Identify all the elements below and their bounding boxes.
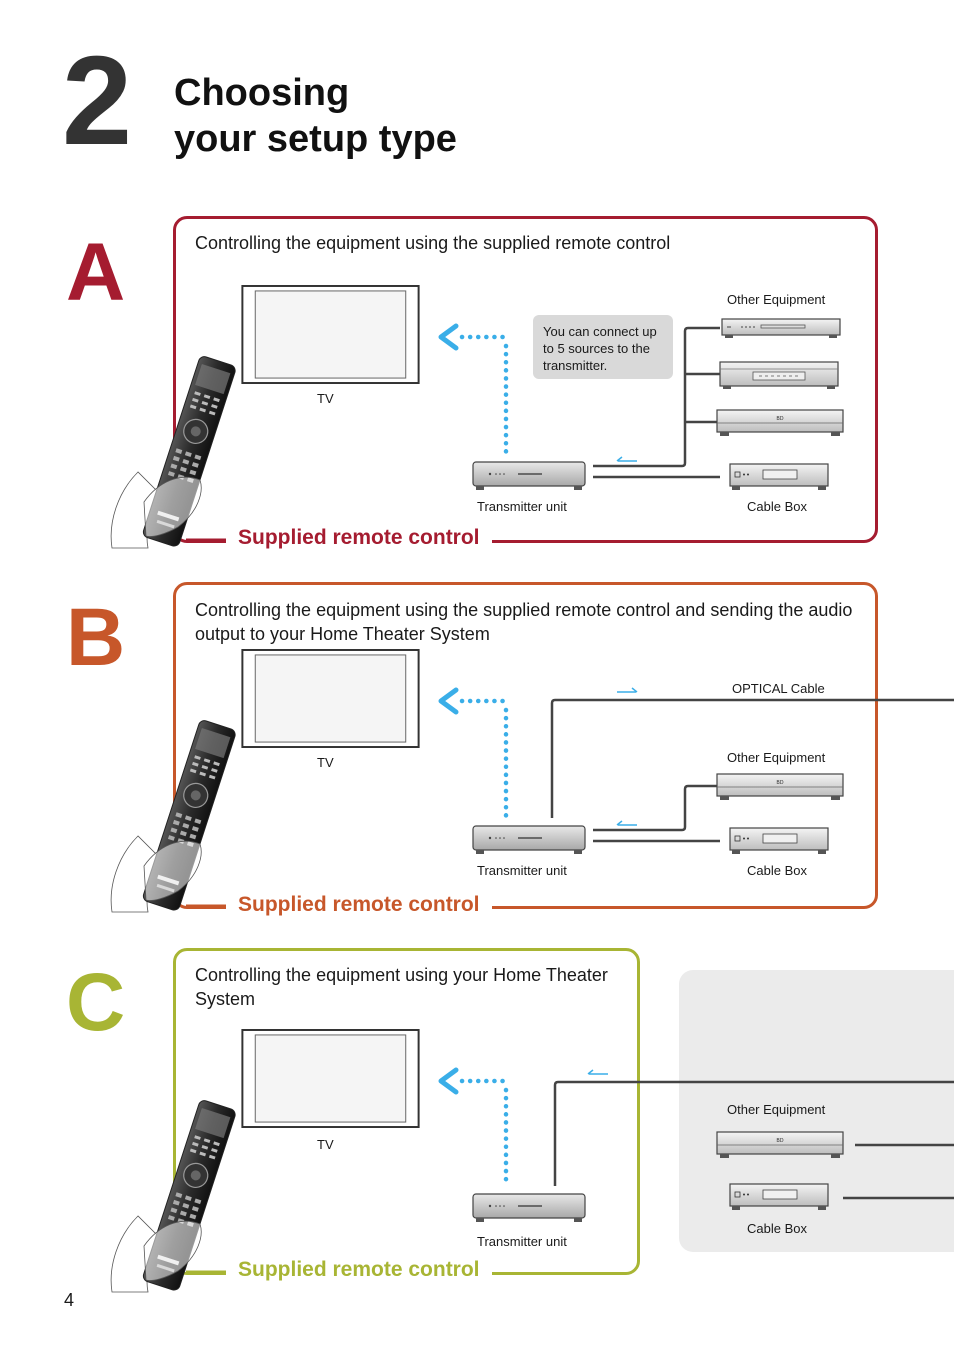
page-number: 4 <box>64 1290 75 1310</box>
tv-label: TV <box>317 391 334 406</box>
remote-label: Supplied remote control <box>226 1258 492 1282</box>
remote-label: Supplied remote control <box>226 526 492 550</box>
page-title: Choosing your setup type <box>174 70 457 162</box>
section-c-letter: C <box>66 957 126 1048</box>
signal-direction-arrow-icon <box>587 1069 608 1075</box>
transmitter-icon <box>472 461 586 491</box>
transmitter-label: Transmitter unit <box>477 1234 567 1249</box>
section-a-panel <box>173 216 878 543</box>
ir-signal-arrow-icon <box>438 1067 509 1187</box>
section-c-description: Controlling the equipment using your Hom… <box>195 965 608 1009</box>
cable-box-label: Cable Box <box>747 1221 807 1236</box>
other-equipment-label: Other Equipment <box>727 1102 826 1117</box>
blu-ray-player-icon <box>716 409 844 437</box>
signal-direction-arrow-icon <box>616 456 637 462</box>
transmitter-icon <box>472 825 586 855</box>
cable-box-icon <box>729 827 829 855</box>
section-b-panel <box>173 582 878 909</box>
cable-box-icon <box>729 1183 829 1211</box>
section-b-letter: B <box>66 592 126 683</box>
other-equipment-label: Other Equipment <box>727 292 826 307</box>
section-b-description: Controlling the equipment using the supp… <box>195 600 853 644</box>
cable-box-label: Cable Box <box>747 499 807 514</box>
connection-note: You can connect up to 5 sources to the t… <box>533 315 673 379</box>
remote-control-icon <box>110 1098 238 1293</box>
ir-signal-arrow-icon <box>438 687 509 819</box>
transmitter-label: Transmitter unit <box>477 499 567 514</box>
section-a-description: Controlling the equipment using the supp… <box>195 233 671 253</box>
tv-label: TV <box>317 755 334 770</box>
optical-cable-label: OPTICAL Cable <box>732 681 825 696</box>
page-title-line2: your setup type <box>174 118 457 160</box>
tv-icon <box>241 285 420 384</box>
transmitter-icon <box>472 1193 586 1223</box>
tv-label: TV <box>317 1137 334 1152</box>
other-equipment-label: Other Equipment <box>727 750 826 765</box>
transmitter-label: Transmitter unit <box>477 863 567 878</box>
section-a-letter: A <box>66 227 126 318</box>
blu-ray-player-icon <box>716 773 844 801</box>
cable-box-label: Cable Box <box>747 863 807 878</box>
blu-ray-player-icon <box>716 1131 844 1159</box>
cable-box-icon <box>729 463 829 491</box>
ir-signal-arrow-icon <box>438 323 509 455</box>
remote-label: Supplied remote control <box>226 893 492 917</box>
tv-icon <box>241 1029 420 1128</box>
player-icon <box>719 361 839 390</box>
page-title-line1: Choosing <box>174 72 350 114</box>
step-number: 2 <box>62 30 132 171</box>
remote-control-icon <box>110 354 238 549</box>
tv-icon <box>241 649 420 748</box>
player-icon <box>721 318 841 339</box>
signal-direction-arrow-icon <box>617 687 638 693</box>
remote-control-icon <box>110 718 238 913</box>
signal-direction-arrow-icon <box>616 820 637 826</box>
